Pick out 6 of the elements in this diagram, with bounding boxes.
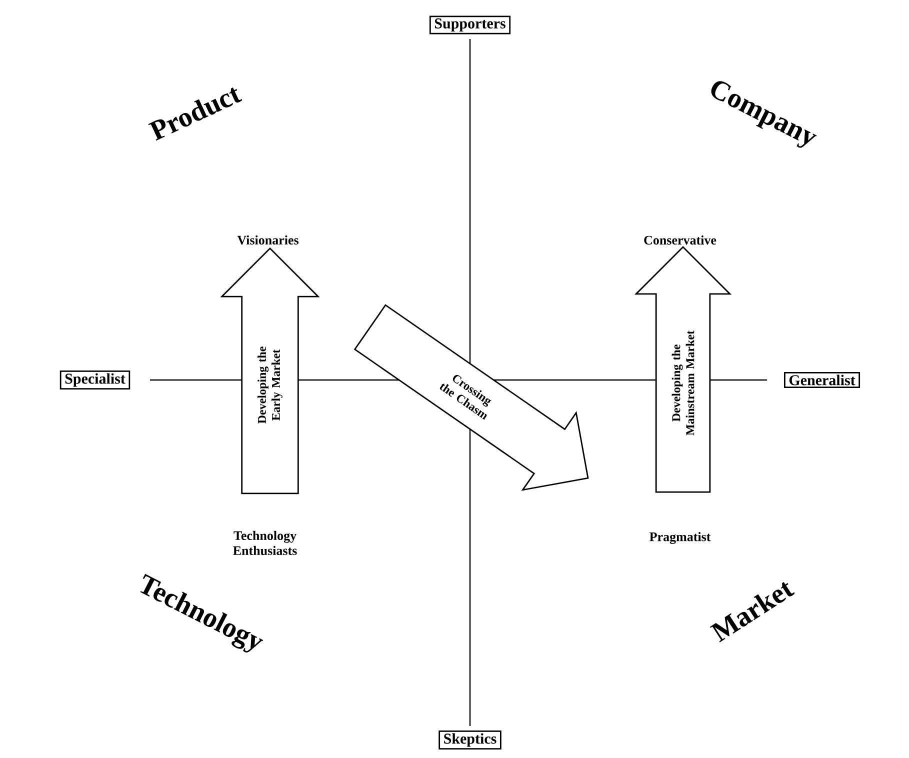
axis-end-box: Generalist <box>784 372 860 388</box>
axis-end-box: Specialist <box>60 370 130 390</box>
segment-label: Pragmatist <box>650 532 711 544</box>
segment-label: Technology Enthusiasts <box>233 530 297 556</box>
axis-end-box: Skeptics <box>438 730 502 750</box>
axis-end-box: Supporters <box>429 16 511 34</box>
